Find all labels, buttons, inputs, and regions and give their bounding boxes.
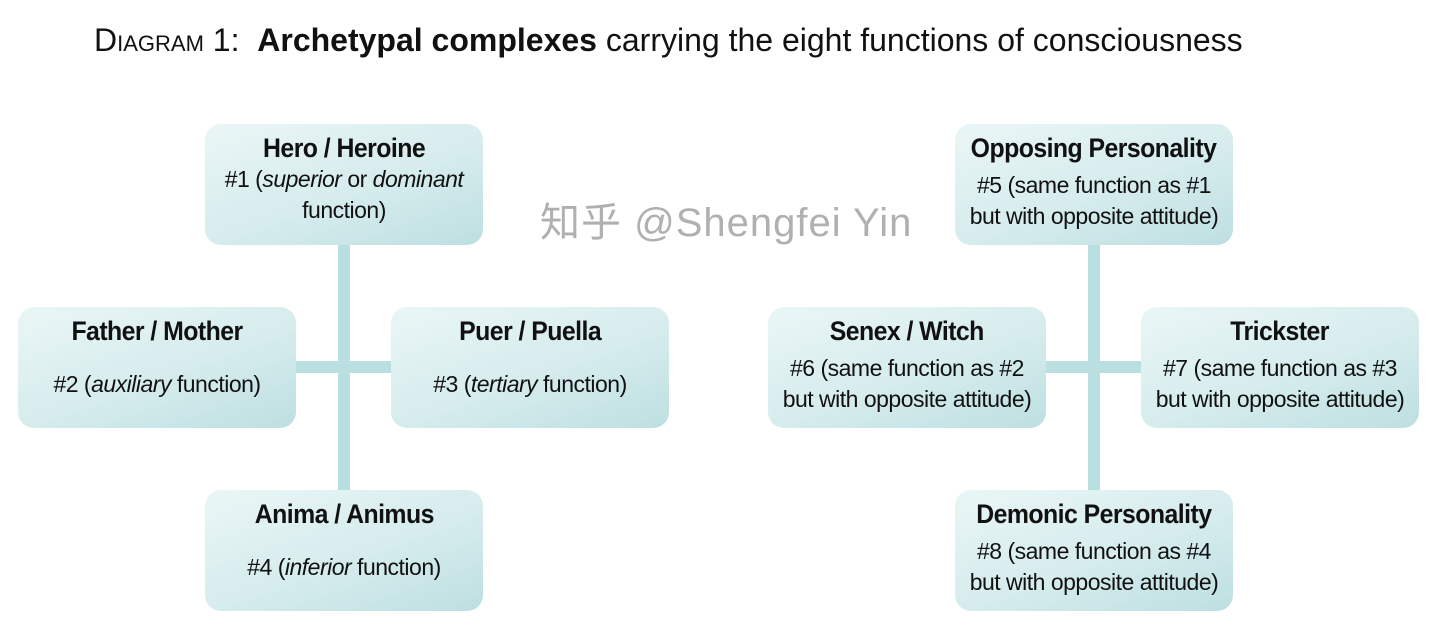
box-heading: Father / Mother (71, 316, 243, 346)
connector-horizontal-right (1042, 361, 1146, 373)
box-heading: Anima / Animus (254, 499, 434, 529)
box-heading: Demonic Personality (976, 499, 1212, 529)
description-segment: function) (170, 371, 261, 397)
box-description: #1 (superior or dominant function) (205, 164, 483, 226)
description-segment: or (341, 166, 373, 192)
description-segment: auxiliary (91, 371, 171, 397)
box-description: #5 (same function as #1 but with opposit… (955, 170, 1233, 232)
title-rest: carrying the eight functions of consciou… (596, 22, 1243, 58)
description-segment: #7 (same function as #3 but with opposit… (1155, 355, 1405, 412)
box-description: #7 (same function as #3 but with opposit… (1141, 353, 1419, 415)
left-group-left-box: Father / Mother #2 (auxiliary function) (18, 307, 296, 428)
description-segment: #3 ( (433, 371, 471, 397)
title-bold: Archetypal complexes (257, 22, 597, 58)
box-heading: Hero / Heroine (262, 133, 426, 163)
box-description: #8 (same function as #4 but with opposit… (955, 536, 1233, 598)
watermark: 知乎 @Shengfei Yin (540, 201, 913, 245)
right-group-right-box: Trickster #7 (same function as #3 but wit… (1141, 307, 1419, 428)
box-description: #4 (inferior function) (205, 552, 483, 583)
description-segment: function) (302, 197, 386, 223)
box-heading: Senex / Witch (829, 316, 985, 346)
box-description: #2 (auxiliary function) (18, 369, 296, 400)
description-segment: #5 (same function as #1 but with opposit… (969, 172, 1219, 229)
description-segment: #1 ( (224, 166, 263, 192)
box-description: #3 (tertiary function) (391, 369, 669, 400)
description-segment: tertiary (470, 371, 538, 397)
description-segment: #4 ( (247, 554, 285, 580)
description-segment: #2 ( (53, 371, 92, 397)
box-description: #6 (same function as #2 but with opposit… (768, 353, 1046, 415)
left-group-bottom-box: Anima / Animus #4 (inferior function) (205, 490, 483, 611)
left-group-right-box: Puer / Puella #3 (tertiary function) (391, 307, 669, 428)
right-group-bottom-box: Demonic Personality #8 (same function as … (955, 490, 1233, 611)
box-heading: Opposing Personality (971, 133, 1217, 163)
box-heading: Trickster (1230, 316, 1330, 346)
description-segment: dominant (372, 166, 464, 192)
right-group-top-box: Opposing Personality #5 (same function as… (955, 124, 1233, 245)
description-segment: inferior (284, 554, 352, 580)
description-segment: #6 (same function as #2 but with opposit… (782, 355, 1032, 412)
description-segment: function) (537, 371, 627, 397)
box-heading: Puer / Puella (459, 316, 601, 346)
title-prefix: Diagram 1: (94, 22, 240, 58)
description-segment: #8 (same function as #4 but with opposit… (969, 538, 1219, 595)
connector-horizontal-left (292, 361, 396, 373)
description-segment: function) (351, 554, 441, 580)
diagram-title: Diagram 1: Archetypal complexes carrying… (94, 22, 1243, 59)
left-group-top-box: Hero / Heroine#1 (superior or dominant f… (205, 124, 483, 245)
description-segment: superior (262, 166, 342, 192)
right-group-left-box: Senex / Witch #6 (same function as #2 but… (768, 307, 1046, 428)
